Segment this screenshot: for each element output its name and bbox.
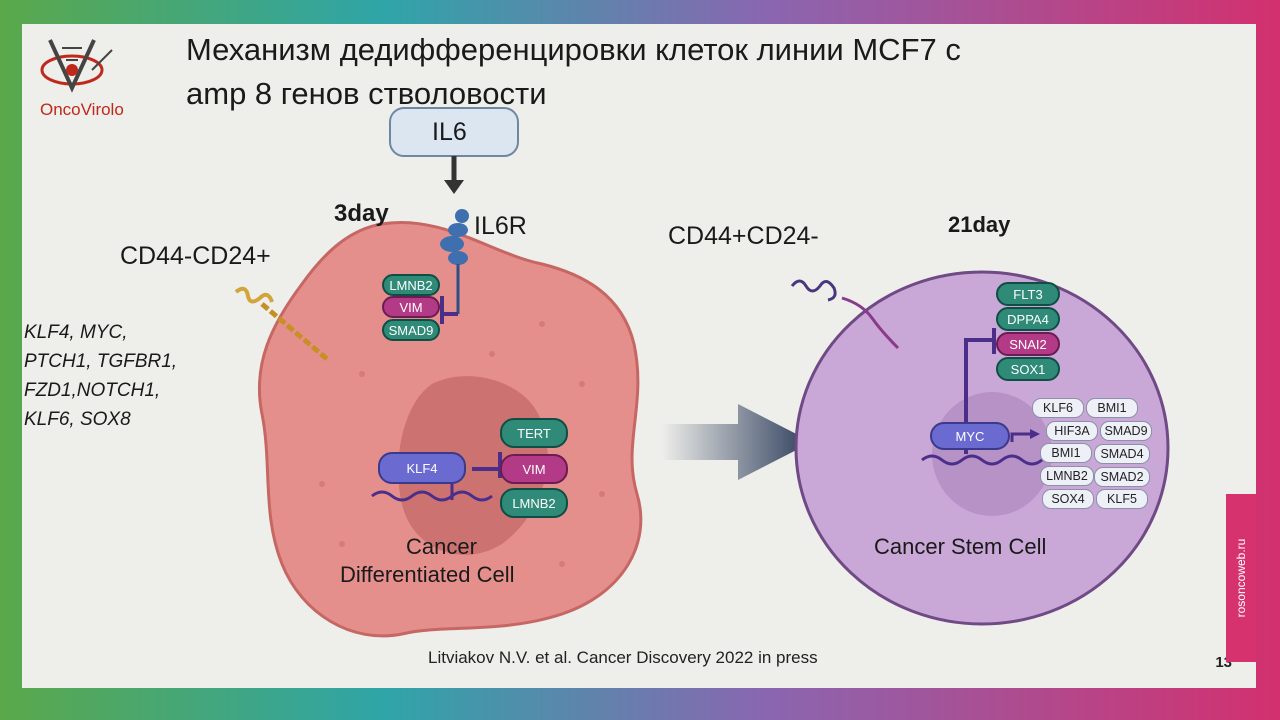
transition-arrow xyxy=(662,404,812,480)
target-hif3a: HIF3A xyxy=(1046,421,1098,441)
cd-marker-right xyxy=(790,279,900,350)
il6-label: IL6 xyxy=(432,118,467,146)
slide-title: Механизм дедифференцировки клеток линии … xyxy=(186,28,1086,116)
diagram-graphics xyxy=(234,107,1170,638)
gene-list-line: PTCH1, TGFBR1, xyxy=(24,351,178,372)
title-line-2: amp 8 генов стволовости xyxy=(186,76,547,111)
target-smad9: SMAD9 xyxy=(1100,421,1152,441)
pill-lmnb2: LMNB2 xyxy=(382,274,440,296)
target-sox4: SOX4 xyxy=(1042,489,1094,509)
pill-snai2: SNAI2 xyxy=(996,332,1060,356)
target-bmi1: BMI1 xyxy=(1086,398,1138,418)
title-line-1: Механизм дедифференцировки клеток линии … xyxy=(186,32,961,67)
dna-left xyxy=(371,490,493,502)
day21-label: 21day xyxy=(948,212,1011,237)
marker-left-label: CD44-CD24+ xyxy=(120,242,271,270)
target-klf5: KLF5 xyxy=(1096,489,1148,509)
target-klf6: KLF6 xyxy=(1032,398,1084,418)
target-smad2: SMAD2 xyxy=(1094,467,1150,487)
pill-smad9: SMAD9 xyxy=(382,319,440,341)
pill-sox1: SOX1 xyxy=(996,357,1060,381)
pill-klf4: KLF4 xyxy=(378,452,466,484)
dna-right xyxy=(921,454,1043,466)
myc-activation-arrow xyxy=(1030,429,1040,439)
cd-marker-left xyxy=(234,286,329,361)
il6r-label: IL6R xyxy=(474,212,527,240)
right-cell-label: Cancer Stem Cell xyxy=(874,534,1047,559)
logo-text: OncoVirolo xyxy=(40,100,124,119)
pill-lmnb2-nucleus: LMNB2 xyxy=(500,488,568,518)
target-smad4: SMAD4 xyxy=(1094,444,1150,464)
target-lmnb2: LMNB2 xyxy=(1040,466,1094,486)
citation: Litviakov N.V. et al. Cancer Discovery 2… xyxy=(428,648,818,667)
pill-flt3: FLT3 xyxy=(996,282,1060,306)
gene-list: KLF4, MYC, PTCH1, TGFBR1, FZD1,NOTCH1, K… xyxy=(24,318,177,434)
marker-right-label: CD44+CD24- xyxy=(668,222,819,250)
pill-vim-nucleus: VIM xyxy=(500,454,568,484)
il6r-receptor xyxy=(440,209,469,324)
pill-myc: MYC xyxy=(930,422,1010,450)
pill-dppa4: DPPA4 xyxy=(996,307,1060,331)
side-tab-label: rosoncoweb.ru xyxy=(1234,538,1248,618)
oncovirolo-logo: OncoVirolo xyxy=(32,30,132,119)
target-bmi1-2: BMI1 xyxy=(1040,443,1092,463)
day3-label: 3day xyxy=(334,200,389,227)
myc-inhibition xyxy=(964,338,992,454)
pill-vim: VIM xyxy=(382,296,440,318)
gene-list-line: KLF4, MYC, xyxy=(24,322,128,343)
gene-list-line: FZD1,NOTCH1, xyxy=(24,380,161,401)
left-cell-label-2: Differentiated Cell xyxy=(340,562,515,587)
rosoncoweb-tab[interactable]: rosoncoweb.ru xyxy=(1226,494,1256,662)
il6-arrow-head xyxy=(444,180,464,194)
slide: OncoVirolo Механизм дедифференцировки кл… xyxy=(22,24,1256,688)
pill-tert: TERT xyxy=(500,418,568,448)
gene-list-line: KLF6, SOX8 xyxy=(24,409,131,430)
left-cell-label-1: Cancer xyxy=(406,534,477,559)
cell-dots xyxy=(319,311,605,567)
